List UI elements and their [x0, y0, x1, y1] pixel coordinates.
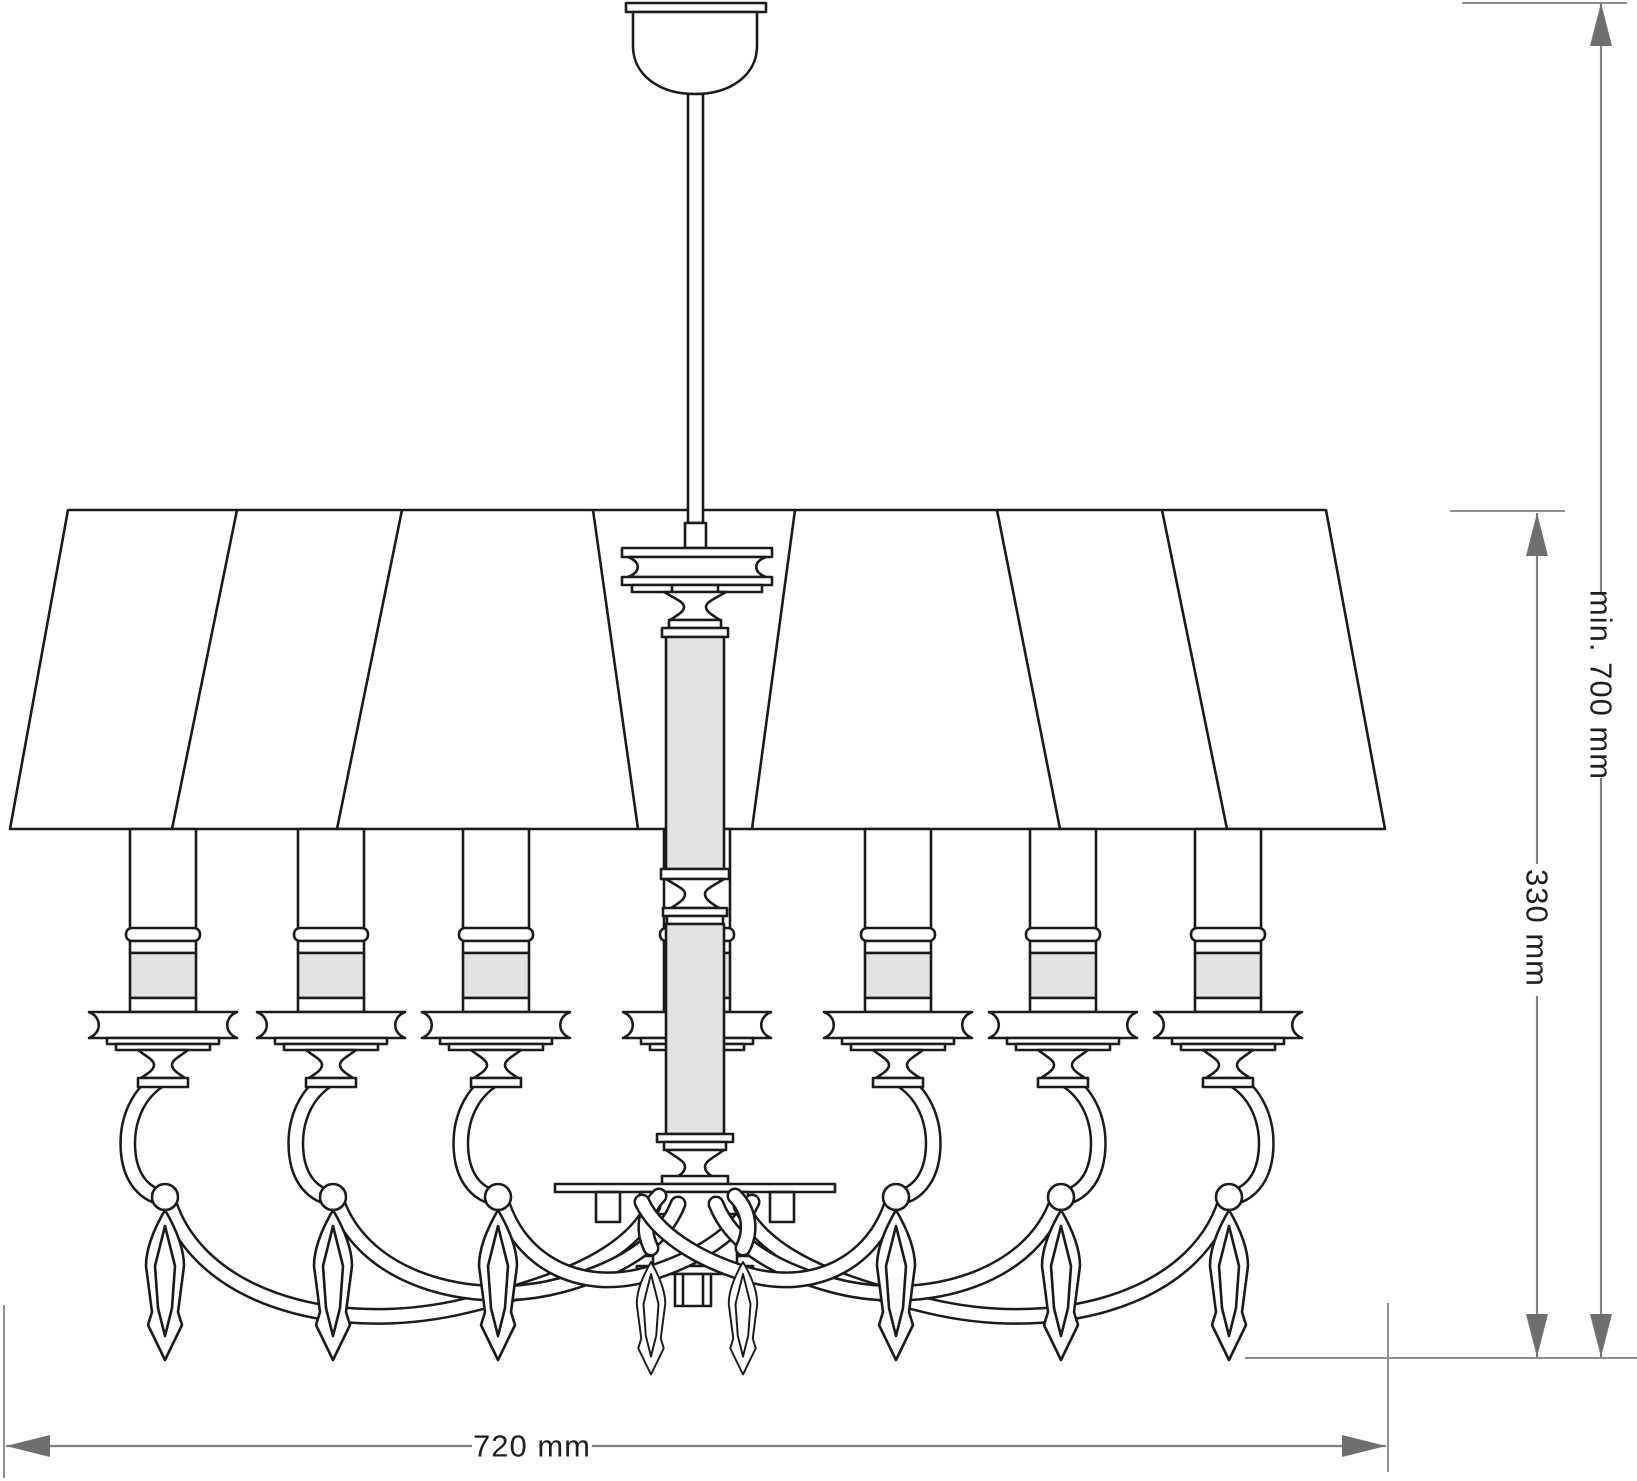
dim-body-height-label: 330 mm: [1520, 869, 1555, 987]
ceiling-canopy: [624, 1, 768, 96]
dim-overall-height: min. 700 mm: [1584, 3, 1619, 1357]
dimension-annotations: min. 700 mm 330 mm 720 mm: [3, 2, 1637, 1478]
dim-width-label: 720 mm: [473, 1429, 591, 1464]
suspension-rod: [683, 92, 708, 550]
arrow-left-icon: [6, 1435, 50, 1457]
dim-width: 720 mm: [6, 1429, 1386, 1464]
arrow-up-icon: [1526, 513, 1548, 556]
center-column: [620, 546, 774, 1186]
candle-6: [987, 827, 1139, 1089]
dim-overall-height-label: min. 700 mm: [1584, 590, 1619, 780]
candle-1: [87, 827, 239, 1089]
candle-5: [822, 827, 974, 1089]
arrow-right-icon: [1342, 1435, 1386, 1457]
candle-3: [420, 827, 572, 1089]
arrow-up-icon: [1590, 3, 1612, 46]
arrow-down-icon: [1590, 1314, 1612, 1357]
candle-2: [255, 827, 407, 1089]
shade-pleat-fold-lines: [170, 509, 1229, 830]
candle-7: [1152, 827, 1304, 1089]
arrow-down-icon: [1526, 1314, 1548, 1357]
dim-body-height: 330 mm: [1520, 513, 1555, 1357]
